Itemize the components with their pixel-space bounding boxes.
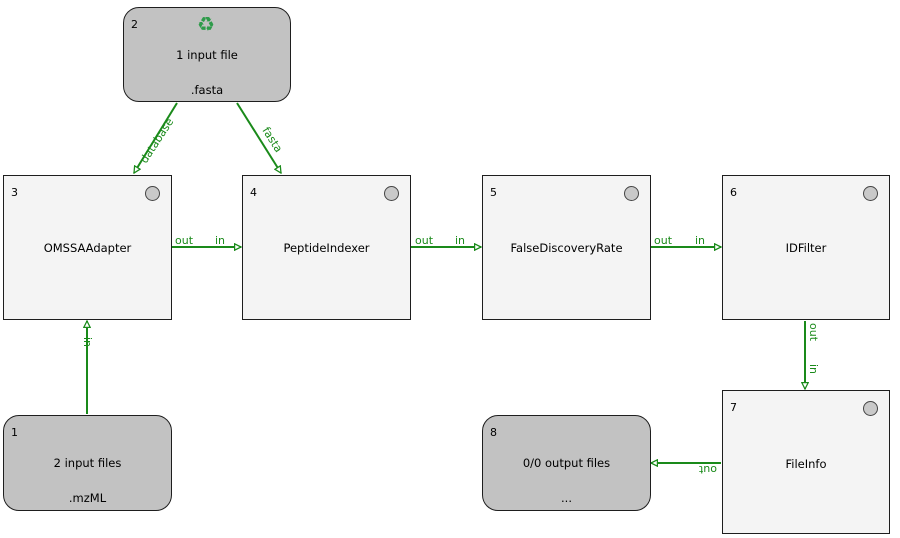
edge-label-out: out bbox=[654, 234, 673, 247]
edge-label-in: in bbox=[695, 234, 705, 247]
edge-label-out: out bbox=[415, 234, 434, 247]
node-6-id-filter[interactable]: 6 IDFilter bbox=[722, 175, 890, 320]
node-4-peptide-indexer[interactable]: 4 PeptideIndexer bbox=[242, 175, 411, 320]
node-id: 2 bbox=[131, 18, 138, 31]
node-id: 7 bbox=[730, 401, 737, 414]
node-5-false-discovery-rate[interactable]: 5 FalseDiscoveryRate bbox=[482, 175, 651, 320]
status-indicator bbox=[863, 401, 878, 416]
node-1-input-mzml[interactable]: 1 2 input files .mzML bbox=[3, 415, 172, 511]
edge-label-in: in bbox=[215, 234, 225, 247]
edge-label-out: out bbox=[175, 234, 194, 247]
edge-2-4[interactable] bbox=[236, 102, 282, 173]
node-8-output-files[interactable]: 8 0/0 output files ... bbox=[482, 415, 651, 511]
node-file-count: 2 input files bbox=[53, 456, 122, 470]
status-indicator bbox=[624, 186, 639, 201]
status-indicator bbox=[384, 186, 399, 201]
node-id: 5 bbox=[490, 186, 497, 199]
node-label: FileInfo bbox=[785, 457, 827, 471]
recycle-icon[interactable]: ♻ bbox=[197, 12, 215, 36]
node-file-type: .fasta bbox=[190, 83, 224, 97]
edge-label-out: out bbox=[807, 323, 820, 342]
node-file-type: .mzML bbox=[68, 491, 107, 505]
node-7-file-info[interactable]: 7 FileInfo bbox=[722, 390, 890, 534]
node-3-omssa-adapter[interactable]: 3 OMSSAAdapter bbox=[3, 175, 172, 320]
status-indicator bbox=[863, 186, 878, 201]
node-id: 6 bbox=[730, 186, 737, 199]
node-label: OMSSAAdapter bbox=[43, 241, 132, 255]
node-id: 4 bbox=[250, 186, 257, 199]
node-file-count: 1 input file bbox=[176, 48, 238, 62]
node-file-type: ... bbox=[561, 491, 572, 505]
status-indicator bbox=[145, 186, 160, 201]
node-file-count: 0/0 output files bbox=[522, 456, 611, 470]
node-id: 3 bbox=[11, 186, 18, 199]
edge-label-database: database bbox=[138, 116, 177, 166]
edge-label-fasta: fasta bbox=[259, 125, 285, 155]
node-label: IDFilter bbox=[785, 241, 827, 255]
edge-2-3[interactable] bbox=[133, 102, 178, 173]
edge-label-in: in bbox=[807, 364, 820, 374]
node-2-input-fasta[interactable]: 2 ♻ 1 input file .fasta bbox=[123, 7, 291, 102]
node-id: 1 bbox=[11, 426, 18, 439]
node-id: 8 bbox=[490, 426, 497, 439]
edge-label-in: in bbox=[81, 337, 94, 347]
edge-label-in: in bbox=[455, 234, 465, 247]
node-label: FalseDiscoveryRate bbox=[510, 241, 623, 255]
edge-label-out: out bbox=[698, 463, 717, 476]
node-label: PeptideIndexer bbox=[283, 241, 370, 255]
